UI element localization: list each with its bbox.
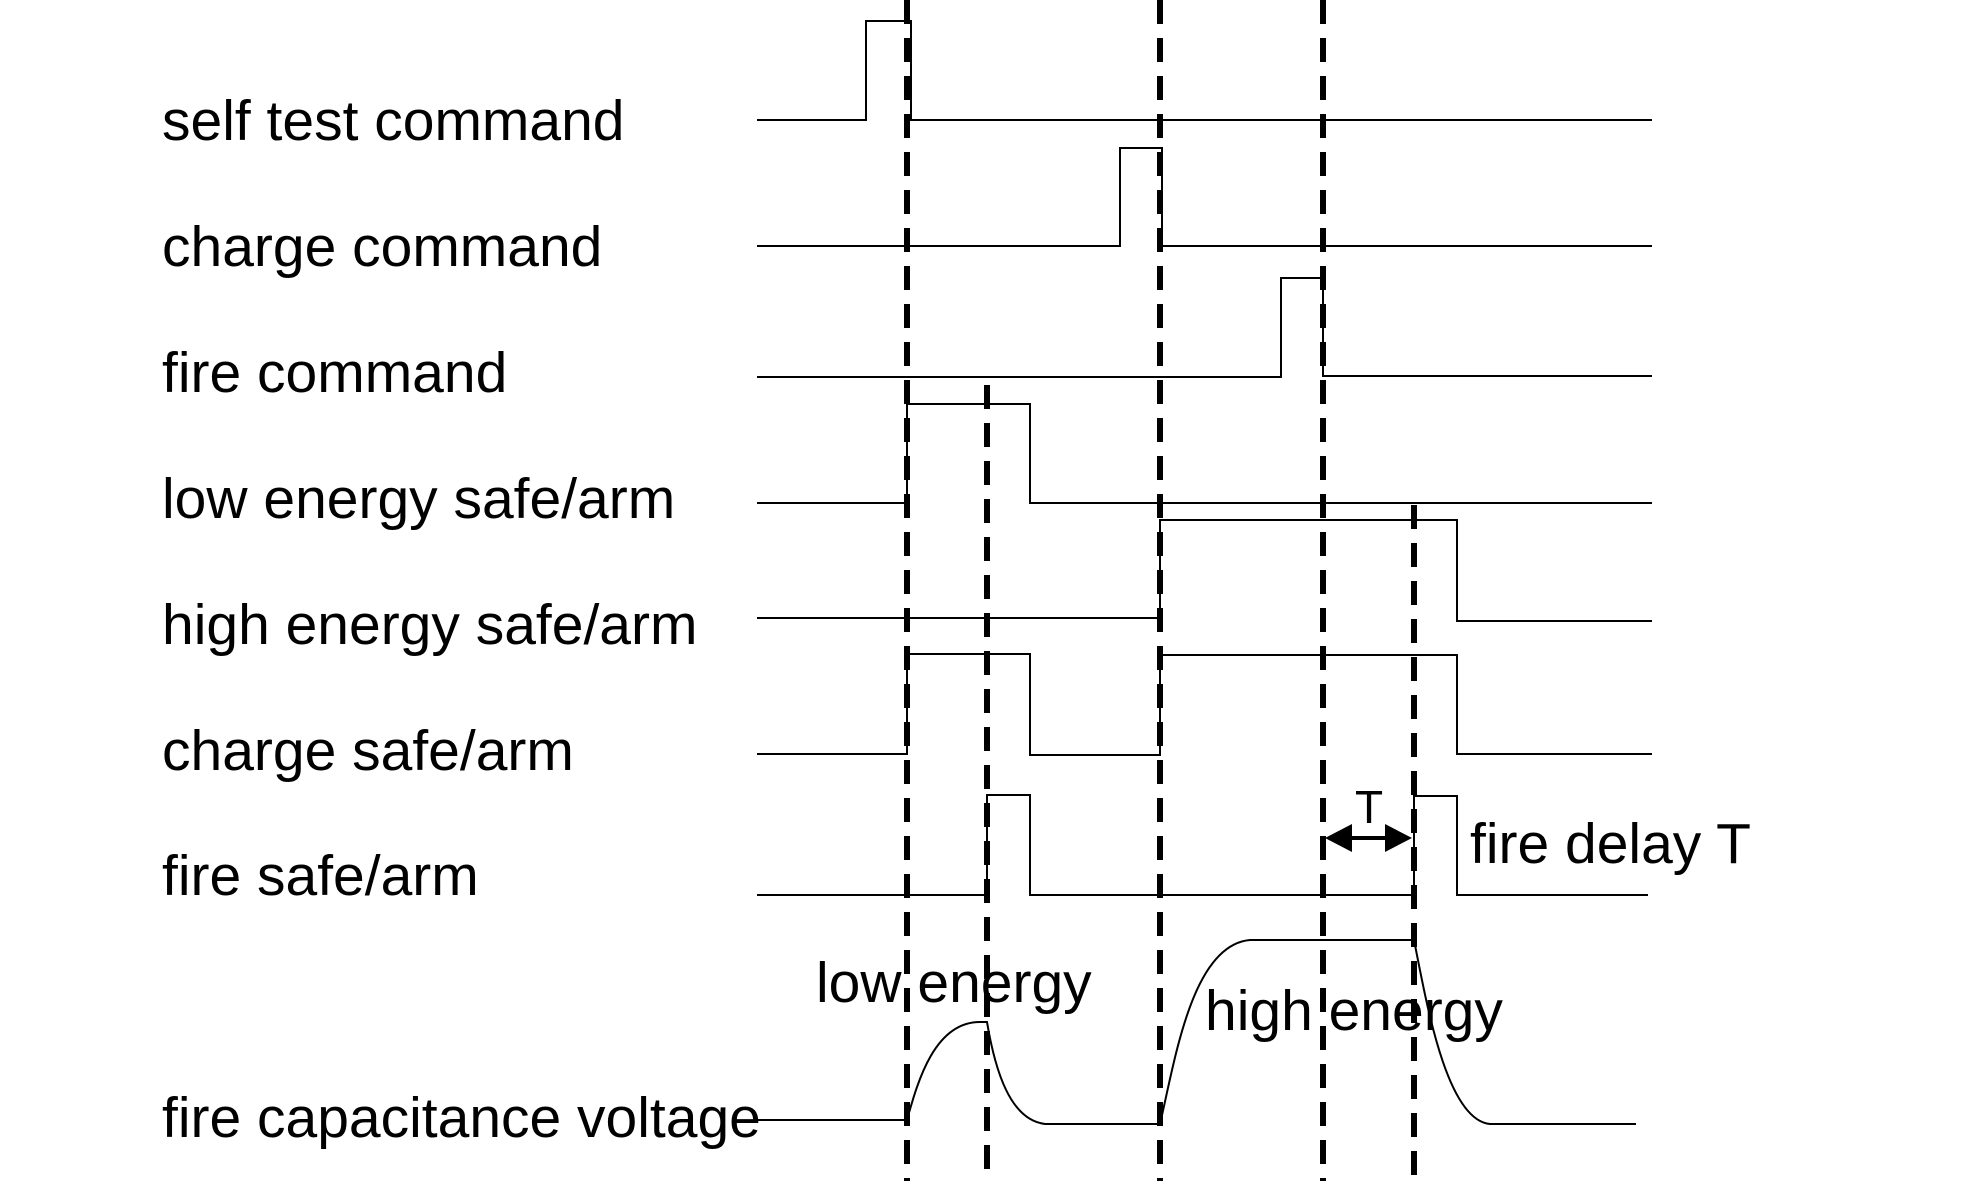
annotation-low-energy: low energy: [816, 951, 1092, 1015]
label-self-test-command: self test command: [162, 89, 625, 153]
annotation-high-energy: high energy: [1205, 979, 1503, 1043]
wave-fire-command: [757, 277, 1652, 378]
label-fire-command: fire command: [162, 341, 507, 405]
fire-delay-arrow: T: [1325, 781, 1412, 852]
wave-charge-safe-arm: [757, 653, 1652, 756]
label-low-energy-safe-arm: low energy safe/arm: [162, 467, 675, 531]
wave-self-test-command: [757, 20, 1652, 121]
fire-delay-arrow-right-head: [1385, 824, 1412, 852]
wave-fire-capacitance-voltage: [757, 939, 1636, 1125]
annotation-fire-delay: fire delay T: [1470, 812, 1751, 876]
fire-delay-interval-label: T: [1355, 781, 1383, 833]
fire-delay-arrow-left-head: [1325, 824, 1352, 852]
label-high-energy-safe-arm: high energy safe/arm: [162, 593, 697, 657]
event-markers: [904, 0, 1417, 1181]
wave-high-energy-safe-arm: [757, 519, 1652, 622]
wave-low-energy-safe-arm: [757, 403, 1652, 504]
wave-charge-command: [757, 147, 1652, 247]
label-charge-safe-arm: charge safe/arm: [162, 719, 574, 783]
label-charge-command: charge command: [162, 215, 602, 279]
label-fire-capacitance-voltage: fire capacitance voltage: [162, 1086, 761, 1150]
annotations: low energy high energy fire delay T: [816, 812, 1751, 1043]
label-fire-safe-arm: fire safe/arm: [162, 844, 479, 908]
signal-labels: self test command charge command fire co…: [162, 89, 761, 1150]
